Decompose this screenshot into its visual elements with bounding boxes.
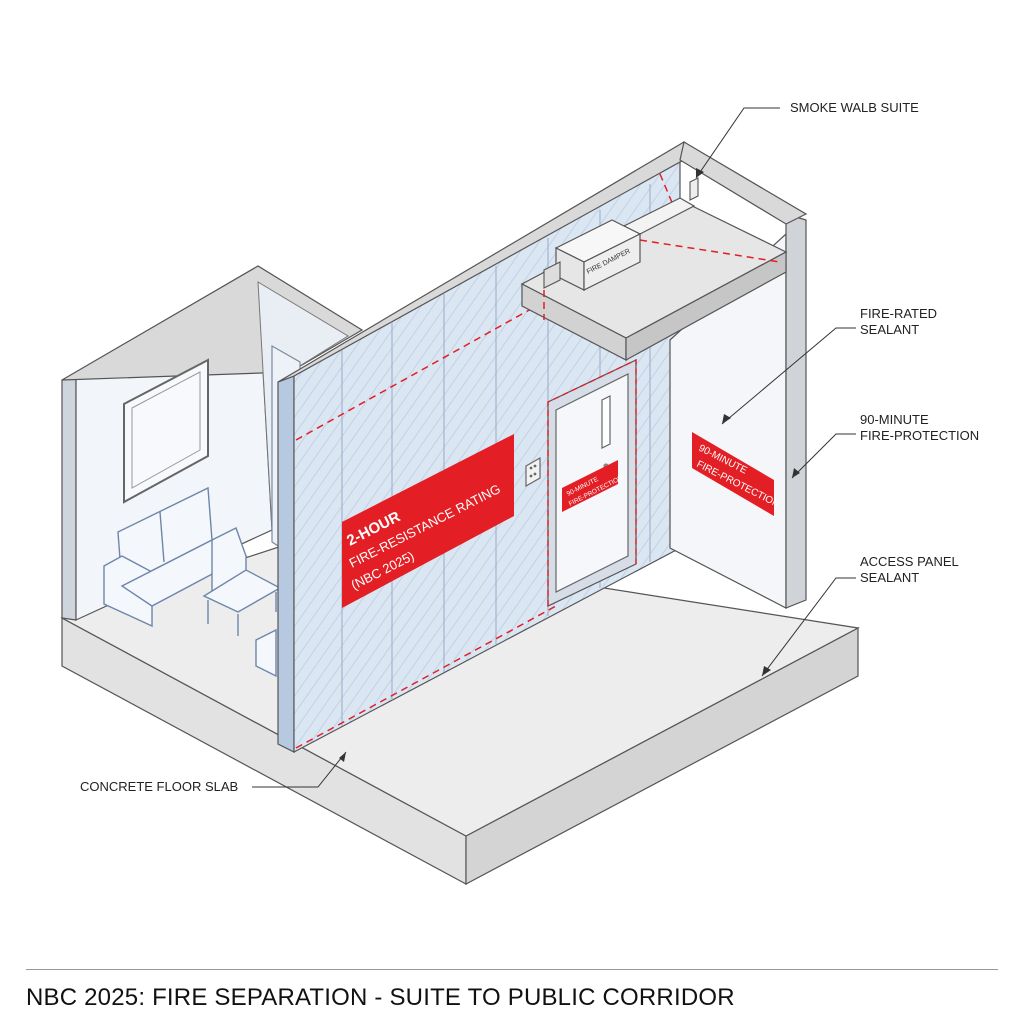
callout-fire-rated-sealant-line-1: FIRE-RATED [860,306,937,321]
callout-access-panel-line-1: ACCESS PANEL [860,554,959,569]
callout-floor-slab: CONCRETE FLOOR SLAB [80,779,238,794]
callout-smoke-seal: SMOKE WALB SUITE [790,100,919,115]
callout-fire-protection-line-2: FIRE-PROTECTION [860,428,979,443]
callout-access-panel-line-2: SEALANT [860,570,919,585]
footer-divider [26,969,998,970]
corridor-rating-label [692,432,774,516]
fire-door: 90-MINUTE FIRE-PROTECTION [547,358,637,607]
diagram-title: NBC 2025: FIRE SEPARATION - SUITE TO PUB… [26,984,735,1011]
suite-room [61,265,364,678]
armchair [255,628,277,678]
fire-rated-sealant-lines [295,173,677,749]
callout-arrowheads [339,168,800,762]
callout-fire-rated-sealant-line-2: SEALANT [860,322,919,337]
wall-picture [123,358,209,504]
corridor-wall: 90-MINUTE FIRE-PROTECTION [669,141,808,609]
ceiling-bulkhead [520,199,788,362]
door-rating-label [562,460,618,512]
callout-fire-protection-line-1: 90-MINUTE [860,412,929,427]
door-vision-panel [601,395,611,449]
sofa [103,486,248,628]
callout-leaders [252,107,856,788]
access-panel [525,456,541,488]
smoke-seal-device [689,177,699,201]
